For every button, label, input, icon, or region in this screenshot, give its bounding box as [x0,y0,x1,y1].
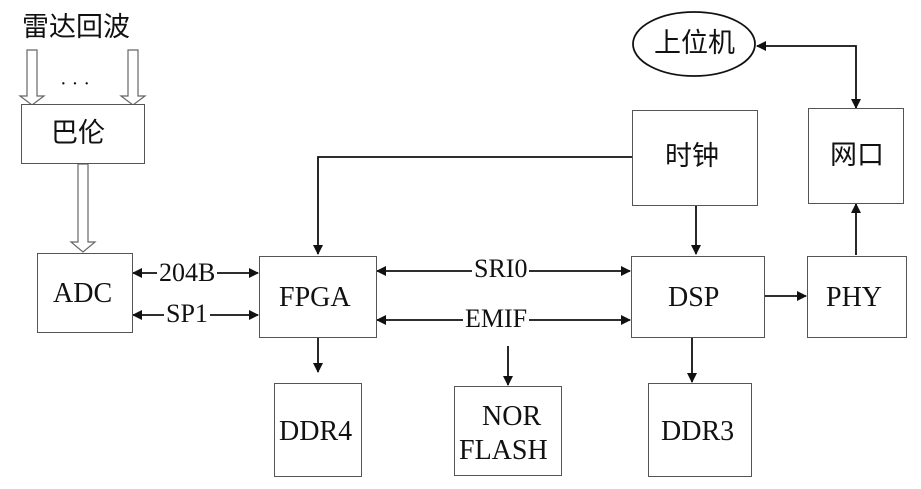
host-pc-ellipse [632,11,756,77]
network-port-label: 网口 [830,140,884,171]
echo-input-arrow-left [18,49,46,106]
host-pc-label: 上位机 [654,28,735,59]
dsp-label: DSP [668,282,720,313]
balun-to-adc-arrow [69,163,97,253]
clock-block: 时钟 [632,110,758,206]
link-label-204b: 204B [157,258,218,287]
dsp-block: DSP [631,256,765,338]
input-ellipsis: · · · [60,73,90,95]
network-port-block: 网口 [808,108,904,204]
phy-label: PHY [826,282,883,313]
link-label-sp1: SP1 [164,299,210,328]
ddr3-label: DDR3 [661,416,735,447]
clock-label: 时钟 [665,141,719,172]
radar-echo-title: 雷达回波 [22,12,130,43]
link-label-sri0: SRI0 [472,254,530,283]
echo-input-arrow-right [119,49,147,106]
nor-flash-label-line2: FLASH [459,435,548,466]
link-label-emif: EMIF [463,304,530,333]
balun-block: 巴伦 [21,104,145,164]
ddr4-label: DDR4 [279,416,353,447]
balun-label: 巴伦 [51,118,105,149]
ddr4-block: DDR4 [274,383,362,477]
ddr3-block: DDR3 [648,383,752,477]
adc-label: ADC [53,278,113,309]
network-host-link [756,41,861,109]
fpga-block: FPGA [259,256,377,338]
adc-block: ADC [37,253,133,333]
clock-to-fpga-arrow [313,156,632,255]
phy-block: PHY [807,256,907,338]
nor-flash-label-line1: NOR [482,401,542,432]
nor-flash-block: NOR FLASH [454,386,562,476]
fpga-label: FPGA [279,282,351,313]
